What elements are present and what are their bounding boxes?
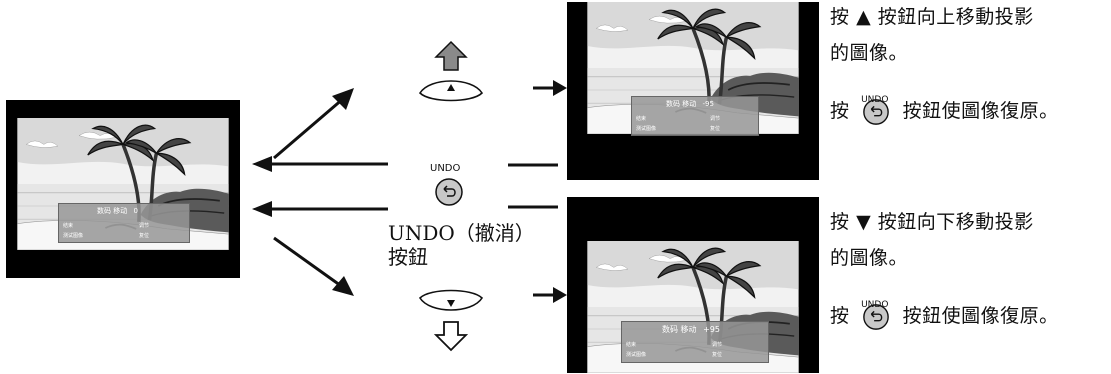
arrow-up-icon: [434, 40, 468, 71]
osd-item-test: 测试图像: [63, 233, 84, 239]
osd-value: -95: [702, 100, 714, 108]
osd-title: 数码 移动: [662, 325, 697, 334]
up-triangle-icon: [447, 84, 455, 91]
up-line1-suffix: 按鈕向上移動投影: [877, 6, 1034, 28]
undo-caption-line1: UNDO（撤消）: [388, 221, 535, 245]
osd-item-reset: 复位: [710, 126, 721, 132]
down-button[interactable]: [416, 284, 486, 318]
left-arrow-icon: [252, 156, 388, 172]
undo-caption: UNDO（撤消） 按鈕: [388, 221, 535, 269]
undo-caption-line2: 按鈕: [388, 245, 428, 269]
up-triangle-icon: ▲: [856, 6, 872, 28]
down-press-prefix: 按: [830, 211, 850, 233]
osd-value: +95: [703, 325, 720, 334]
osd-item-end: 结束: [63, 223, 74, 229]
osd-panel: 数码 移动 +95 结束 调节 测试图像 复位: [621, 321, 769, 363]
osd-item-end: 结束: [626, 342, 637, 348]
osd-item-reset: 复位: [139, 233, 150, 239]
osd-item-adjust: 调节: [710, 116, 721, 122]
down-triangle-icon: [447, 300, 455, 307]
up-line2: 的圖像。: [830, 42, 909, 64]
diagonal-up-arrow-icon: [273, 88, 354, 160]
arrow-down-icon: [434, 321, 468, 352]
osd-panel: 数码 移动 -95 结束 调节 测试图像 复位: [631, 96, 759, 136]
up-description: 按 ▲ 按鈕向上移動投影 的圖像。 按 UNDO 按鈕使圖像復原。: [830, 2, 1110, 126]
undo-small-label: UNDO: [861, 95, 889, 105]
down-press-prefix-2: 按: [830, 305, 850, 327]
diagonal-down-arrow-icon: [273, 236, 354, 296]
up-line3-suffix: 按鈕使圖像復原。: [902, 100, 1059, 122]
down-line3-suffix: 按鈕使圖像復原。: [902, 305, 1059, 327]
osd-value: 0: [133, 207, 138, 215]
osd-item-adjust: 调节: [139, 223, 150, 229]
osd-item-reset: 复位: [712, 352, 723, 358]
osd-item-end: 结束: [636, 116, 647, 122]
osd-item-adjust: 调节: [712, 342, 723, 348]
undo-small-label: UNDO: [861, 300, 889, 310]
down-description: 按 ▼ 按鈕向下移動投影 的圖像。 按 UNDO 按鈕使圖像復原。: [830, 207, 1110, 331]
line-connector: [508, 163, 558, 167]
down-line1-suffix: 按鈕向下移動投影: [877, 211, 1034, 233]
up-press-prefix: 按: [830, 6, 850, 28]
undo-button[interactable]: [434, 177, 464, 207]
right-arrow-icon: [533, 80, 567, 96]
line-connector: [508, 205, 558, 209]
shifted-up-projection-image: 数码 移动 -95 结束 调节 测试图像 复位: [567, 2, 819, 180]
undo-inline-button: UNDO: [861, 95, 890, 126]
up-press-prefix-2: 按: [830, 100, 850, 122]
down-triangle-icon: ▼: [856, 211, 872, 233]
osd-item-test: 测试图像: [636, 126, 657, 132]
undo-button-label: UNDO: [430, 163, 461, 174]
right-arrow-icon: [533, 287, 567, 303]
shifted-down-projection-image: 数码 移动 +95 结束 调节 测试图像 复位: [567, 197, 819, 373]
undo-icon: [434, 177, 464, 207]
left-arrow-icon: [252, 201, 388, 217]
undo-inline-button: UNDO: [861, 300, 890, 331]
osd-item-test: 测试图像: [626, 352, 647, 358]
osd-panel: 数码 移动 0 结束 调节 测试图像 复位: [58, 203, 190, 243]
down-line2: 的圖像。: [830, 247, 909, 269]
osd-title: 数码 移动: [666, 100, 697, 108]
original-projection-image: 数码 移动 0 结束 调节 测试图像 复位: [6, 100, 240, 278]
osd-title: 数码 移动: [97, 207, 128, 215]
up-button[interactable]: [416, 73, 486, 107]
